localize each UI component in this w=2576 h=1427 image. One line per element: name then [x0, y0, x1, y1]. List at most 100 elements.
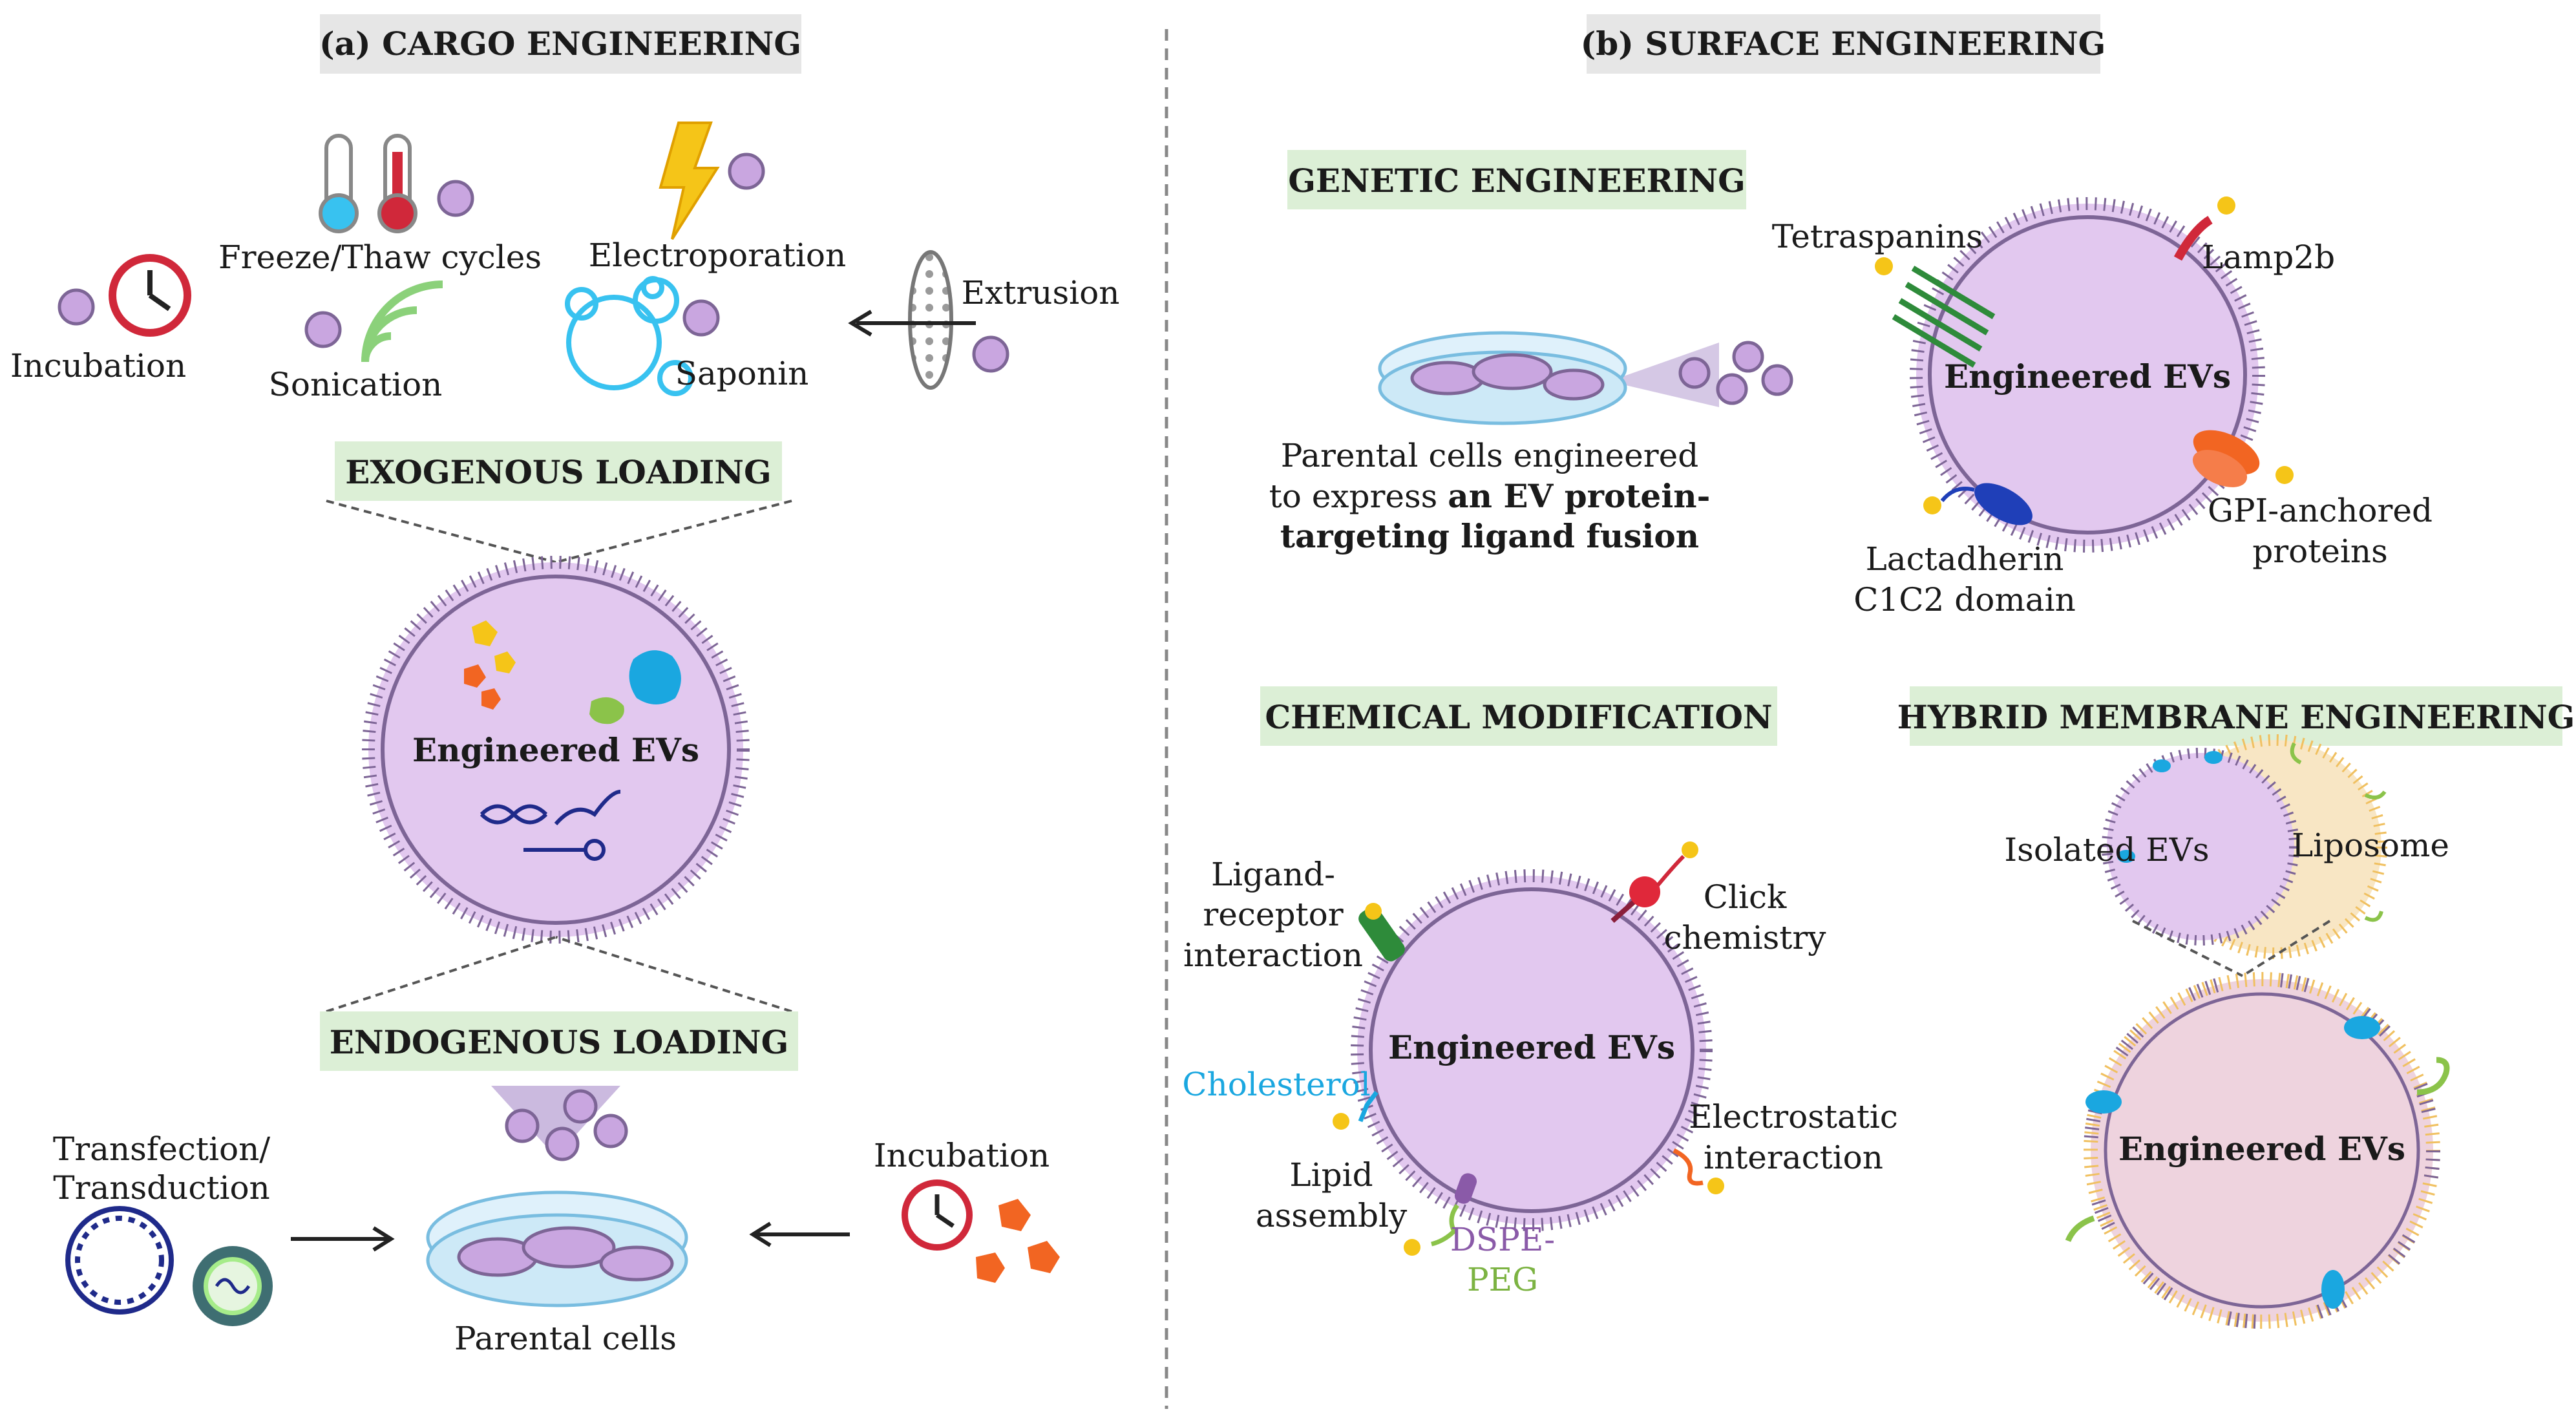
sonication-method: Sonication — [269, 280, 443, 403]
vesicle-icon — [682, 299, 720, 337]
genetic-engineering-header: GENETIC ENGINEERING — [1287, 150, 1746, 209]
lactadherin-label-line1: Lactadherin — [1866, 540, 2064, 578]
hybrid-membrane-header: HYBRID MEMBRANE ENGINEERING — [1897, 686, 2575, 746]
ligand-label-line3: interaction — [1183, 936, 1363, 974]
genetic-engineered-ev: Engineered EVs Tetraspanins Lamp2b GPI-a… — [1772, 196, 2433, 618]
click-chemistry-icon — [1610, 841, 1698, 923]
vesicle-icon — [1716, 373, 1748, 405]
hybrid-membrane-title: HYBRID MEMBRANE ENGINEERING — [1897, 698, 2575, 736]
tetraspanin-icon — [1875, 257, 1996, 368]
transfection-label-line2: Transduction — [53, 1169, 270, 1207]
parental-cells-label: Parental cells — [454, 1320, 677, 1357]
electrostatic-label-line1: Electrostatic — [1689, 1098, 1898, 1136]
cholesterol-icon — [1333, 1090, 1378, 1130]
surface-section-header: (b) SURFACE ENGINEERING — [1581, 14, 2106, 74]
chemical-modification-title: CHEMICAL MODIFICATION — [1265, 698, 1772, 736]
cargo-engineered-ev: Engineered EVs — [362, 556, 750, 944]
virus-icon — [193, 1246, 273, 1326]
nucleic-acid-cargo-icon — [480, 790, 621, 861]
freeze-thaw-method: Freeze/Thaw cycles — [218, 134, 542, 276]
sonication-label: Sonication — [269, 366, 443, 403]
lipid-label-line1: Lipid — [1289, 1156, 1373, 1194]
plasmid-icon — [65, 1206, 174, 1315]
vesicle-icon — [1761, 364, 1793, 396]
freeze-thaw-label: Freeze/Thaw cycles — [218, 238, 542, 276]
electrostatic-label-line2: interaction — [1704, 1139, 1883, 1176]
engineered-evs-label: Engineered EVs — [1944, 357, 2231, 396]
endogenous-loading-header: ENDOGENOUS LOADING — [320, 1011, 798, 1071]
gpi-protein-icon — [2192, 430, 2294, 487]
dspe-peg-icon — [1404, 1173, 1477, 1256]
hot-thermometer-icon — [377, 134, 417, 233]
gpi-label-line1: GPI-anchored — [2208, 492, 2433, 529]
click-label-line1: Click — [1704, 878, 1787, 916]
exogenous-loading-title: EXOGENOUS LOADING — [345, 453, 771, 491]
incubation-method-endogenous: Incubation — [749, 1137, 1060, 1283]
genetic-desc-line1: Parental cells engineered — [1281, 437, 1698, 474]
engineered-parental-cells-dish: Parental cells engineered to express an … — [1269, 331, 1793, 555]
engineered-evs-label: Engineered EVs — [1388, 1028, 1675, 1066]
cholesterol-label: Cholesterol — [1182, 1066, 1370, 1103]
exogenous-loading-header: EXOGENOUS LOADING — [335, 441, 782, 501]
vesicle-icon — [545, 1126, 580, 1161]
cargo-section-header: (a) CARGO ENGINEERING — [319, 14, 801, 74]
bubbles-icon — [565, 276, 693, 396]
vesicle-icon — [437, 180, 474, 217]
membrane-filter-icon — [908, 250, 953, 390]
vesicle-icon — [728, 153, 765, 190]
extrusion-method: Extrusion — [848, 250, 1120, 390]
extrusion-label: Extrusion — [962, 274, 1120, 312]
tetraspanins-label: Tetraspanins — [1772, 218, 1983, 255]
dspe-label-line2: PEG — [1467, 1261, 1538, 1298]
vesicle-icon — [1732, 341, 1764, 373]
vesicle-icon — [563, 1089, 598, 1124]
incubation-endogenous-label: Incubation — [874, 1137, 1050, 1174]
vesicle-icon — [304, 311, 342, 348]
isolated-ev-and-liposome: Isolated EVs Liposome — [2004, 734, 2449, 959]
ligand-label-line2: receptor — [1203, 896, 1343, 933]
gpi-label-line2: proteins — [2252, 533, 2388, 570]
parental-cells-dish: Parental cells — [426, 1086, 688, 1357]
lipid-label-line2: assembly — [1256, 1197, 1408, 1234]
electrostatic-icon — [1673, 1148, 1724, 1194]
hybrid-engineered-ev: Engineered EVs — [2065, 972, 2450, 1329]
incubation-label: Incubation — [10, 347, 186, 385]
lactadherin-icon — [1923, 483, 2032, 525]
endogenous-loading-title: ENDOGENOUS LOADING — [330, 1023, 789, 1061]
incubation-method: Incubation — [10, 254, 191, 385]
chemical-modification-header: CHEMICAL MODIFICATION — [1260, 686, 1777, 746]
ligand-label-line1: Ligand- — [1211, 856, 1335, 893]
chemical-engineered-ev: Engineered EVs Ligand- receptor interact… — [1182, 841, 1898, 1298]
genetic-engineering-title: GENETIC ENGINEERING — [1288, 162, 1746, 200]
electroporation-label: Electroporation — [589, 237, 846, 274]
vesicle-icon — [593, 1114, 628, 1148]
vesicle-icon — [1678, 357, 1711, 389]
clock-icon — [902, 1179, 973, 1251]
genetic-desc-line3: targeting ligand fusion — [1280, 517, 1699, 555]
cargo-section-title: (a) CARGO ENGINEERING — [319, 25, 801, 63]
engineered-evs-label: Engineered EVs — [412, 731, 699, 769]
transfection-method: Transfection/ Transduction — [53, 1130, 395, 1326]
saponin-method: Saponin — [565, 276, 809, 396]
vesicle-icon — [58, 288, 95, 326]
ligand-receptor-icon — [1358, 903, 1405, 962]
transfection-label-line1: Transfection/ — [53, 1130, 270, 1168]
dspe-label-line1: DSPE- — [1450, 1221, 1555, 1258]
clock-icon — [109, 254, 191, 337]
lactadherin-label-line2: C1C2 domain — [1853, 581, 2076, 618]
liposome-label: Liposome — [2292, 827, 2449, 864]
protein-cargo-icon — [589, 650, 681, 724]
lamp2b-label: Lamp2b — [2202, 238, 2335, 276]
sound-waves-icon — [361, 280, 443, 363]
vesicle-icon — [505, 1108, 540, 1143]
lightning-icon — [659, 122, 720, 240]
surface-section-title: (b) SURFACE ENGINEERING — [1581, 25, 2106, 63]
click-label-line2: chemistry — [1663, 919, 1826, 957]
electroporation-method: Electroporation — [589, 122, 846, 274]
small-molecule-cargo-icon — [464, 620, 516, 710]
small-molecule-icon — [976, 1199, 1060, 1283]
vesicle-icon — [972, 335, 1009, 373]
saponin-label: Saponin — [675, 355, 809, 392]
isolated-evs-label: Isolated EVs — [2004, 831, 2209, 869]
